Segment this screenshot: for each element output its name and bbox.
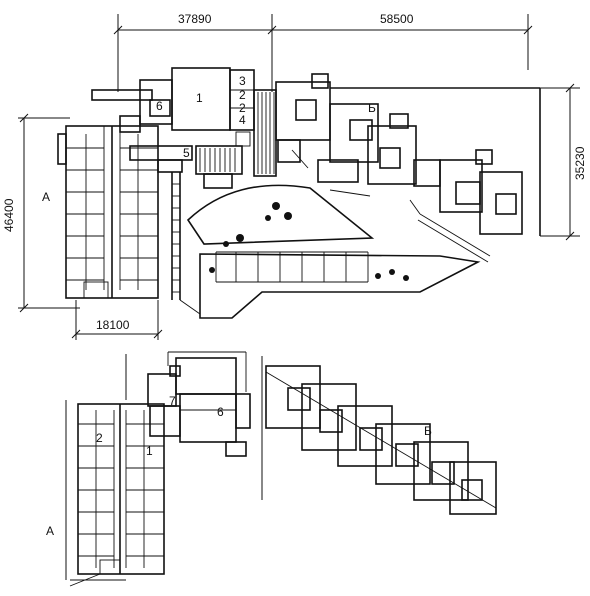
dimension-width-left: 37890 [178, 12, 212, 26]
block-b-bottom [265, 365, 497, 515]
block-a-bottom-label: A [46, 524, 54, 538]
block-b-top [275, 73, 541, 263]
room-7-bottom: 7 [169, 394, 176, 408]
central-block-top [139, 67, 277, 189]
block-b-top-label: Б [368, 101, 376, 115]
dimension-width-bottom: 18100 [96, 318, 130, 332]
room-1-bottom: 1 [146, 444, 153, 458]
block-a-bottom [69, 403, 165, 587]
room-4-top: 4 [239, 113, 246, 127]
top-plan: 37890 58500 46400 35230 18100 [2, 12, 587, 340]
room-1-top: 1 [196, 91, 203, 105]
room-6-bottom: 6 [217, 405, 224, 419]
courtyard-top [186, 184, 481, 319]
connector-corridor-top [91, 89, 201, 315]
dimension-height-right: 35230 [573, 146, 587, 180]
bottom-plan: A 2 1 6 7 [46, 351, 497, 587]
room-3-top: 3 [239, 74, 246, 88]
dimension-height-left: 46400 [2, 198, 16, 232]
block-a-top [57, 125, 159, 299]
bottom-plan-frame-lines [65, 354, 263, 581]
room-6-top: 6 [156, 99, 163, 113]
dimension-lines [18, 14, 580, 340]
room-5-top: 5 [183, 146, 190, 160]
room-2-bottom: 2 [96, 431, 103, 445]
room-2a-top: 2 [239, 88, 246, 102]
block-b-bottom-label: Б [424, 424, 432, 438]
dimension-width-right: 58500 [380, 12, 414, 26]
room-2b-top: 2 [239, 101, 246, 115]
block-a-top-label: A [42, 190, 50, 204]
central-block-bottom [147, 351, 251, 457]
